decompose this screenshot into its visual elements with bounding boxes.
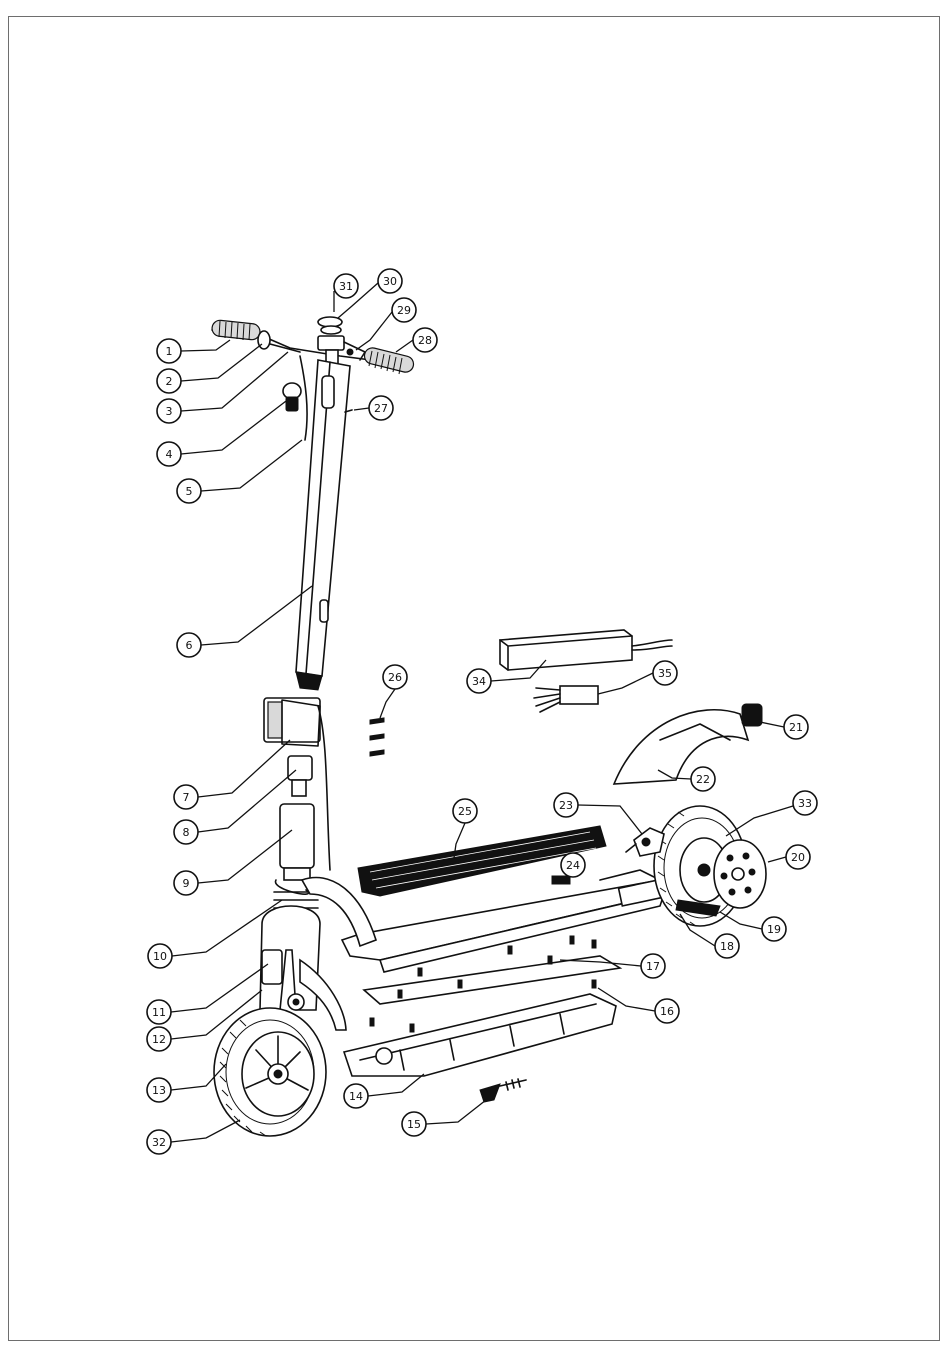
svg-text:15: 15 (407, 1118, 421, 1131)
callout-5: 5 (177, 479, 201, 503)
svg-text:33: 33 (798, 797, 812, 810)
callout-19: 19 (762, 917, 786, 941)
callout-27: 27 (369, 396, 393, 420)
callout-29: 29 (392, 298, 416, 322)
brake-caliper (626, 828, 664, 856)
callout-21: 21 (784, 715, 808, 739)
svg-text:34: 34 (472, 675, 486, 688)
svg-text:26: 26 (388, 671, 402, 684)
svg-text:21: 21 (789, 721, 803, 734)
svg-text:20: 20 (791, 851, 805, 864)
callout-9: 9 (174, 871, 198, 895)
callout-4: 4 (157, 442, 181, 466)
tail-light (742, 704, 762, 726)
deck (302, 826, 664, 972)
callout-1: 1 (157, 339, 181, 363)
callout-12: 12 (147, 1027, 171, 1051)
battery-tray (344, 994, 616, 1076)
svg-text:35: 35 (658, 667, 672, 680)
callout-20: 20 (786, 845, 810, 869)
svg-text:4: 4 (166, 448, 173, 461)
svg-text:31: 31 (339, 280, 353, 293)
callout-31: 31 (334, 274, 358, 298)
brake-cable (300, 356, 307, 440)
callout-17: 17 (641, 954, 665, 978)
svg-text:17: 17 (646, 960, 660, 973)
stem-latch (322, 376, 334, 408)
callout-8: 8 (174, 820, 198, 844)
svg-text:23: 23 (559, 799, 573, 812)
battery-pack (500, 630, 672, 670)
callout-3: 3 (157, 399, 181, 423)
callout-13: 13 (147, 1078, 171, 1102)
svg-text:13: 13 (152, 1084, 166, 1097)
callout-6: 6 (177, 633, 201, 657)
callout-10: 10 (148, 944, 172, 968)
svg-text:18: 18 (720, 940, 734, 953)
svg-text:1: 1 (166, 345, 173, 358)
svg-text:27: 27 (374, 402, 388, 415)
svg-text:8: 8 (183, 826, 190, 839)
callout-14: 14 (344, 1084, 368, 1108)
rear-mudguard (614, 704, 762, 784)
svg-text:5: 5 (186, 485, 193, 498)
svg-text:30: 30 (383, 275, 397, 288)
callout-22: 22 (691, 767, 715, 791)
svg-text:29: 29 (397, 304, 411, 317)
callout-25: 25 (453, 799, 477, 823)
callout-15: 15 (402, 1112, 426, 1136)
front-wheel (214, 1008, 326, 1136)
svg-text:25: 25 (458, 805, 472, 818)
svg-text:16: 16 (660, 1005, 674, 1018)
callout-11: 11 (147, 1000, 171, 1024)
svg-text:7: 7 (183, 791, 190, 804)
callout-28: 28 (413, 328, 437, 352)
callout-24: 24 (561, 853, 585, 877)
svg-text:6: 6 (186, 639, 193, 652)
brake-disc (714, 840, 766, 908)
svg-text:2: 2 (166, 375, 173, 388)
callout-16: 16 (655, 999, 679, 1023)
svg-text:32: 32 (152, 1136, 166, 1149)
callout-18: 18 (715, 934, 739, 958)
svg-text:24: 24 (566, 859, 580, 872)
controller-box (534, 686, 598, 712)
callout-2: 2 (157, 369, 181, 393)
callout-23: 23 (554, 793, 578, 817)
svg-text:19: 19 (767, 923, 781, 936)
callout-35: 35 (653, 661, 677, 685)
svg-text:14: 14 (349, 1090, 363, 1103)
callout-26: 26 (383, 665, 407, 689)
callout-33: 33 (793, 791, 817, 815)
svg-text:10: 10 (153, 950, 167, 963)
left-grip (211, 320, 260, 341)
svg-text:22: 22 (696, 773, 710, 786)
stem (296, 360, 352, 690)
loose-bolts (370, 718, 384, 756)
svg-text:12: 12 (152, 1033, 166, 1046)
callout-32: 32 (147, 1130, 171, 1154)
kickstand (480, 1079, 526, 1102)
callout-34: 34 (467, 669, 491, 693)
svg-text:9: 9 (183, 877, 190, 890)
svg-text:3: 3 (166, 405, 173, 418)
svg-text:11: 11 (152, 1006, 166, 1019)
svg-text:28: 28 (418, 334, 432, 347)
callout-30: 30 (378, 269, 402, 293)
fork-clamp (262, 950, 282, 984)
callout-7: 7 (174, 785, 198, 809)
scooter-drawing (211, 317, 766, 1136)
